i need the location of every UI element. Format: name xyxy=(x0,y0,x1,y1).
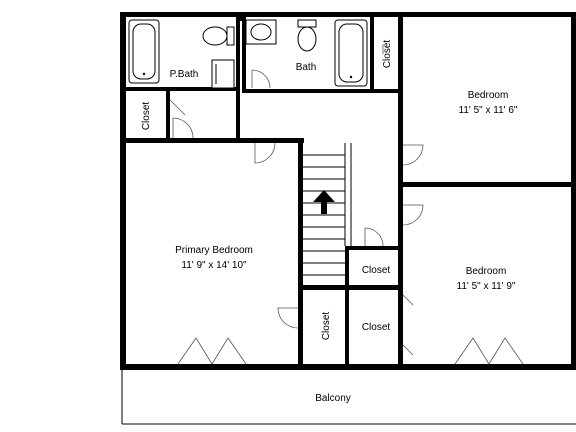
bathtub-icon xyxy=(334,19,368,87)
room-label-closet-hall: Closet xyxy=(321,312,332,341)
room-label-closet-bath: Closet xyxy=(382,40,393,69)
room-label-closet-pbath: Closet xyxy=(141,102,152,131)
door-swings xyxy=(169,44,524,365)
sink-icon xyxy=(211,59,235,89)
bathtub-icon xyxy=(128,19,160,84)
room-label-balcony: Balcony xyxy=(315,393,351,404)
room-label-bedroom-top: Bedroom xyxy=(468,90,509,101)
room-label-bedroom-bottom: Bedroom xyxy=(466,266,507,277)
toilet-icon xyxy=(202,26,235,46)
sink-icon xyxy=(245,19,277,45)
balcony-outline xyxy=(121,368,576,425)
room-label-pbath: P.Bath xyxy=(170,69,199,80)
room-dims-bedroom-top: 11' 5" x 11' 6" xyxy=(459,105,518,116)
room-label-primary-bedroom: Primary Bedroom xyxy=(175,245,253,256)
room-label-closet-bottom: Closet xyxy=(362,322,391,333)
room-label-closet-mid: Closet xyxy=(362,265,391,276)
up-arrow-icon xyxy=(313,190,335,214)
toilet-icon xyxy=(297,19,317,52)
room-label-bath: Bath xyxy=(296,62,317,73)
room-dims-bedroom-bottom: 11' 5" x 11' 9" xyxy=(457,281,516,292)
room-dims-primary-bedroom: 11' 9" x 14' 10" xyxy=(181,260,247,271)
interior-walls xyxy=(126,17,571,368)
